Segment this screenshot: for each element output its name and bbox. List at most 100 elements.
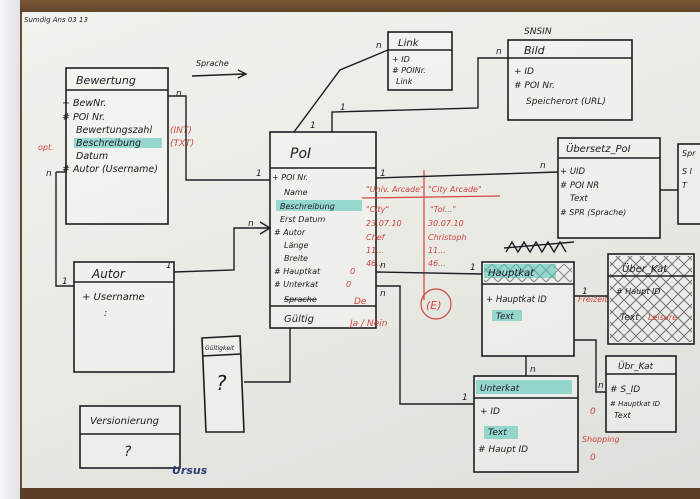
cardinality: n [376,41,382,51]
entity-title: Hauptkat [488,268,535,279]
rel-poi-gueltigkeit [244,328,291,383]
sample-value: 11... [366,246,384,255]
entity-title: Link [398,38,420,49]
cardinality: n [380,289,386,299]
cardinalities: n 1 n 1 n 1 1 n 1 n n 1 n 1 n 1 n 1 n 0 … [46,41,604,463]
sample-value: 30.07.10 [428,219,464,228]
sample-value: Chef [366,233,386,242]
entity-ueber-kat: Über_Kat # Haupt ID Text Leisure [607,253,695,345]
attribute: + POI Nr. [272,173,308,182]
cardinality: 1 [470,263,476,273]
entity-title: Übr_Kat [618,361,654,372]
cardinality: 1 [462,393,468,403]
attribute: # POI NR [560,181,599,191]
entity-poi: PoI + POI Nr. Name Beschreibung Erst Dat… [269,131,388,329]
attribute: Link [396,77,413,86]
cardinality: 1 [256,169,262,179]
sample-value: "Tol..." [430,205,456,214]
rel-poi-autor-arrow [259,221,272,235]
relationships [55,49,678,405]
entity-gueltigkeit: Gültigkeit ? [201,335,245,433]
cardinality: n [496,47,502,57]
attribute: Breite [284,254,308,263]
entity-versionierung: Versionierung ? [79,405,181,469]
sample-value: "City Arcade" [428,185,482,194]
attribute: + ID [514,67,534,77]
top-tag: SNSIN [524,27,552,37]
cardinality: 1 [582,287,588,297]
wall-edge [0,0,20,499]
brand-logo: Ursus [172,464,208,477]
poi-sample-data: "Univ. Arcade" "City" 23.07.10 Chef 11..… [361,170,501,320]
attribute: Datum [76,151,108,162]
attribute: Text [614,411,632,420]
scribble-zigzag [505,240,567,254]
entity-right-edge: Spr S I T [677,143,700,225]
attribute: # S_ID [610,385,640,395]
entity-autor: Autor + Username : [73,261,175,373]
sample-value: 46... [428,259,446,268]
attribute: + ID [480,407,500,417]
attribute: # POI Nr. [62,112,105,123]
attribute: Beschreibung [280,202,335,211]
cardinality: n [248,219,254,229]
rel-poi-hauptkat [375,271,483,275]
attribute: Beschreibung [76,138,141,149]
cardinality: n [380,261,386,271]
rel-poi-autor [173,227,270,273]
cardinality: 1 [62,277,68,287]
entity-bild: Bild + ID # POI Nr. Speicherort (URL) [507,39,633,121]
sample-value: Christoph [428,233,467,242]
cardinality: 0 [590,407,596,417]
annotation: Ja / Nein [348,319,388,329]
annotation: Shopping [582,435,620,444]
e-mark: (E) [426,299,442,312]
sample-value: 23.07.10 [366,219,402,228]
sample-value: 11... [428,246,446,255]
cardinality: 1 [166,261,172,271]
attribute: S I [682,167,693,176]
rel-poi-link [293,49,389,133]
cross-hatching [610,256,692,342]
cardinality: n [176,89,182,99]
attribute: # Unterkat [274,280,319,289]
cardinality: 1 [380,169,386,179]
attribute: # SPR (Sprache) [560,208,626,217]
attribute: # Haupt ID [478,445,528,455]
unknown-mark: ? [216,371,227,395]
attribute: Erst Datum [280,215,325,224]
attribute: Text [570,194,588,204]
cardinality: n [598,381,604,391]
arrow-label: Sprache [196,59,229,68]
rel-poi-unterkat [376,285,474,405]
attribute: + UID [560,167,586,177]
highlight-mark [276,200,362,211]
annotation: 0 [346,280,351,289]
attribute: Name [284,188,308,197]
cardinality: n [530,365,536,375]
rel-hauptkat-uebrkat [574,339,606,393]
entity-title: Übersetz_PoI [566,142,631,155]
attribute: + Hauptkat ID [486,295,547,305]
unknown-mark: ? [124,444,132,460]
attribute: T [682,181,688,190]
entity-title: Versionierung [90,416,159,427]
cardinality: 1 [310,121,316,131]
entity-uebersetz-poi: Übersetz_PoI + UID # POI NR Text # SPR (… [557,137,661,239]
cardinality: n [46,169,52,179]
attribute: # Hauptkat ID [610,400,661,408]
entity-title: Gültigkeit [205,345,235,352]
highlight-mark [492,310,522,321]
annotation: 0 [350,267,355,276]
attribute: # Autor (Username) [62,164,158,175]
sample-value: "Univ. Arcade" [366,185,424,194]
rel-bewertung-autor [55,172,74,287]
entity-title: Bild [524,44,546,57]
attribute: Bewertungszahl [76,125,152,136]
entity-link: Link + ID # POINr. Link [387,31,453,91]
attribute: Text [496,312,514,322]
entity-title: Unterkat [480,384,520,394]
attribute: # Haupt ID [616,287,661,296]
rel-poi-uebersetz [375,171,559,179]
